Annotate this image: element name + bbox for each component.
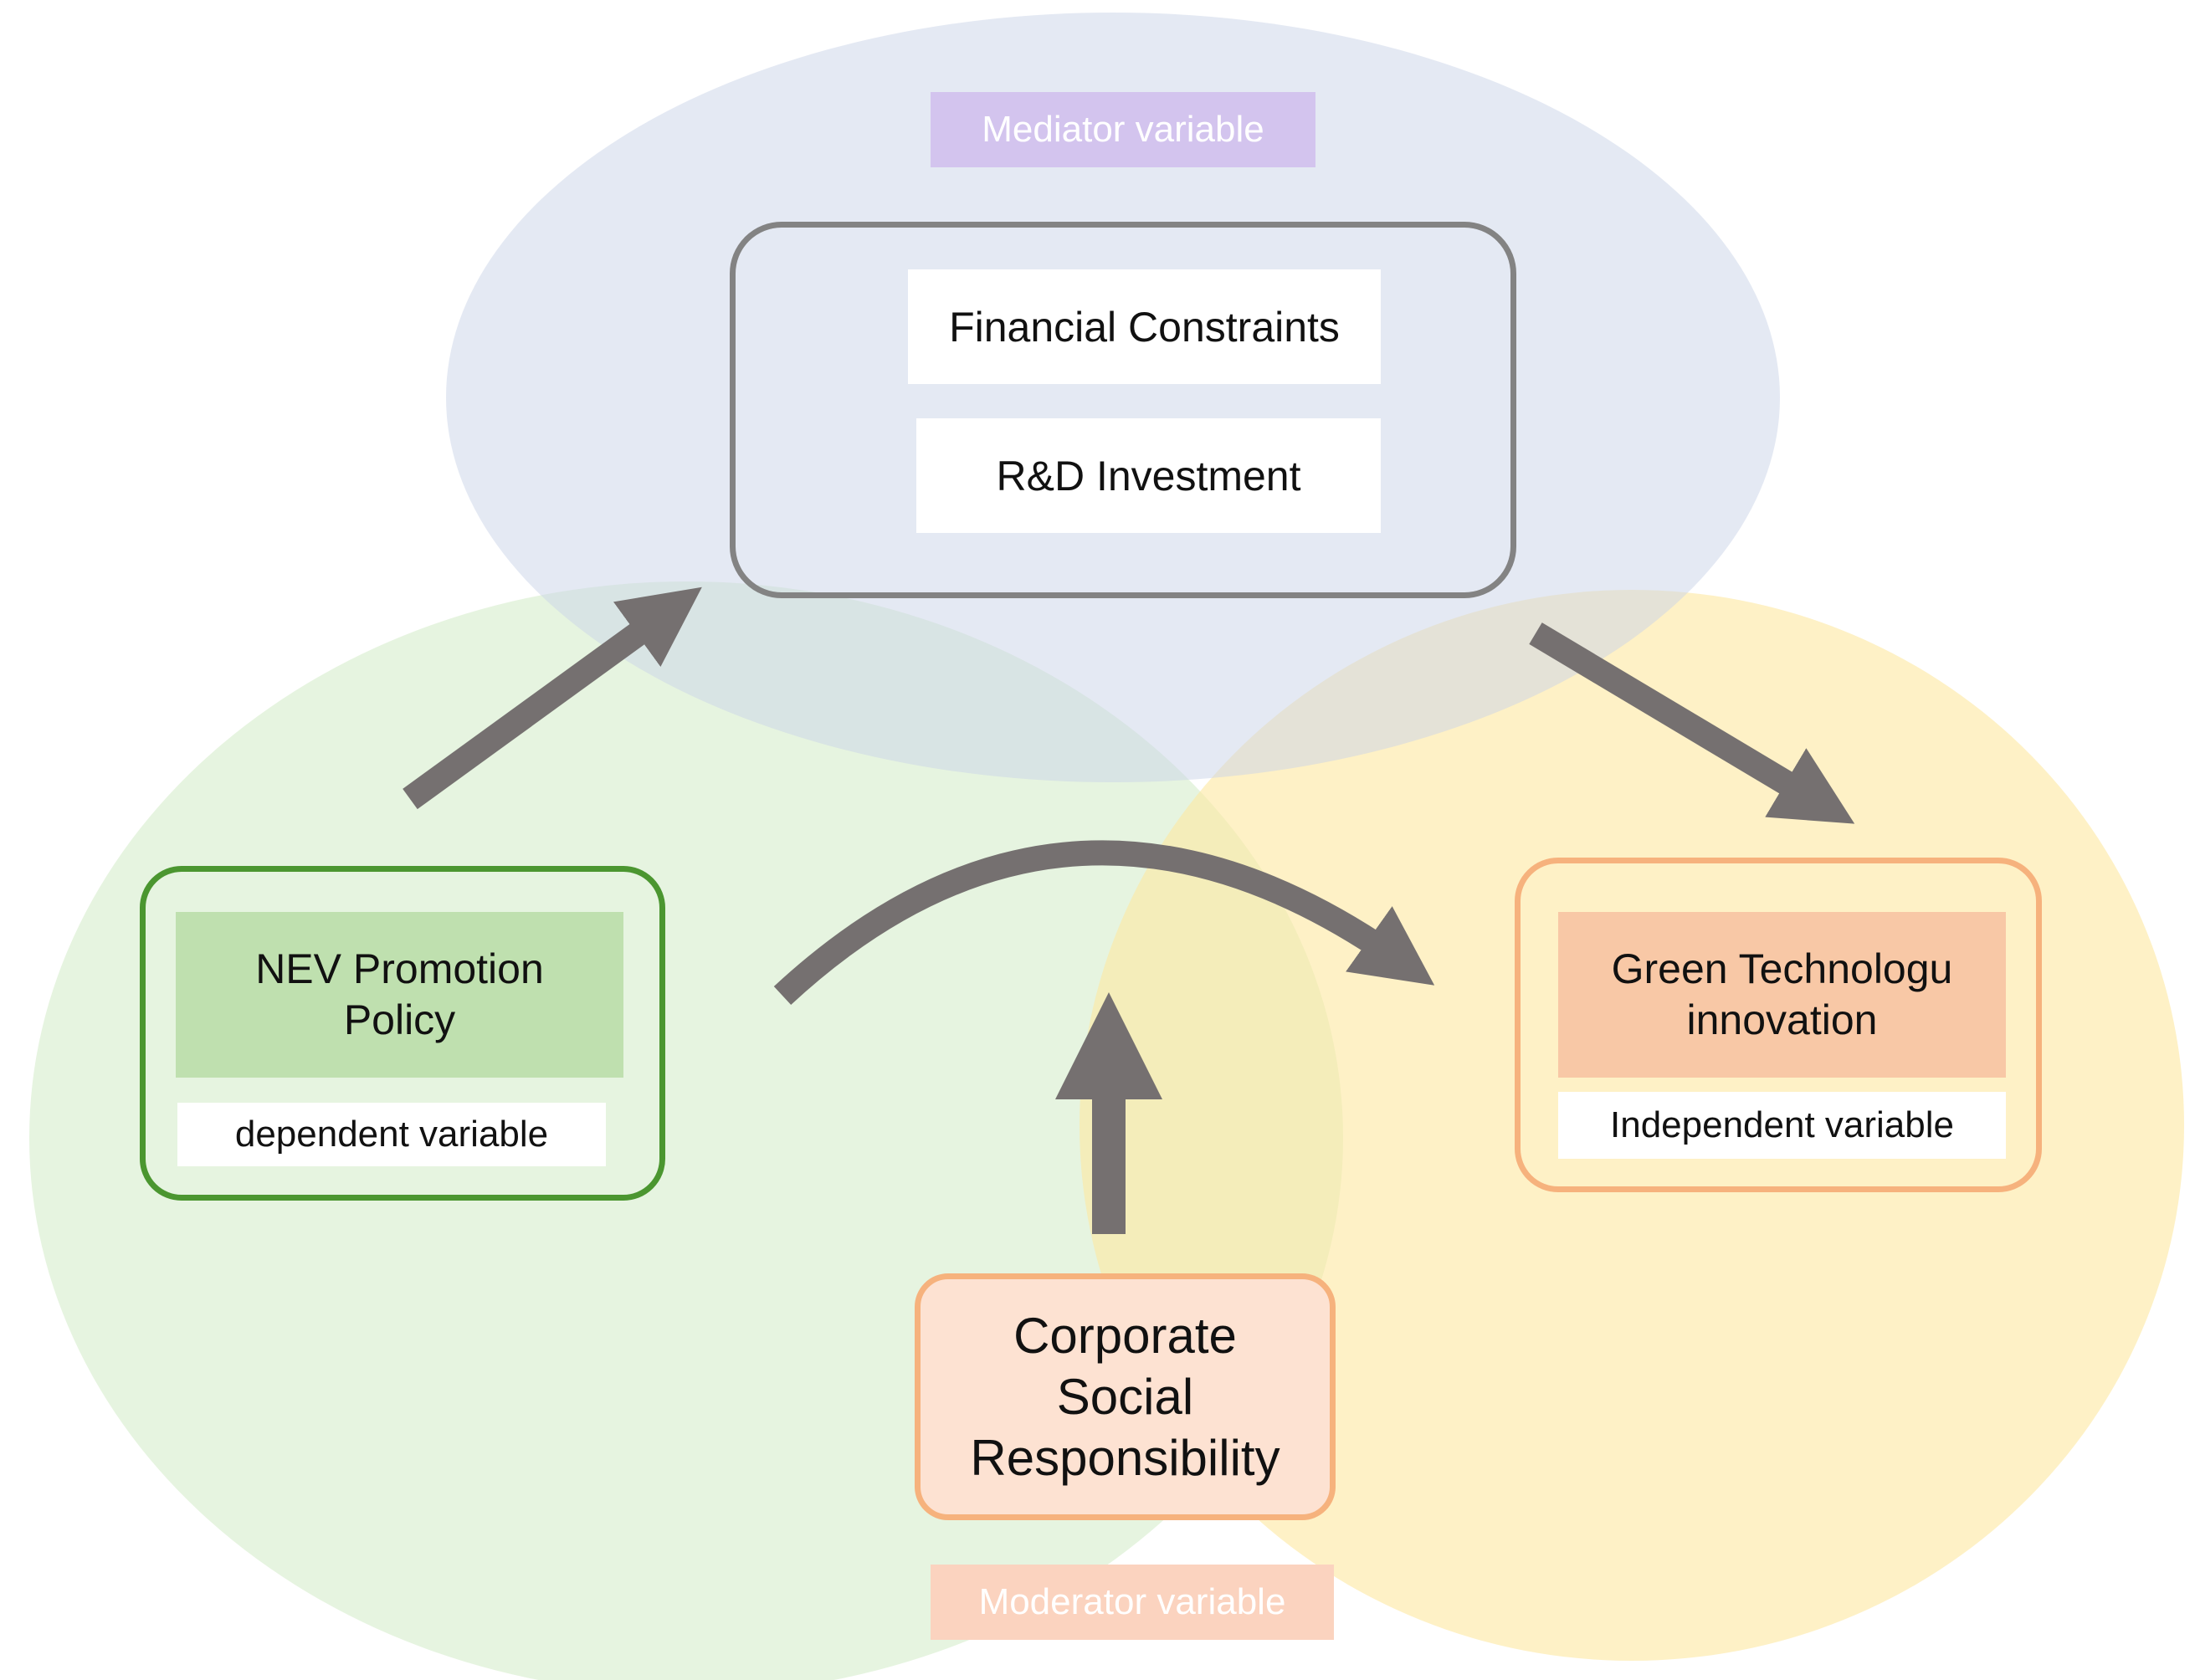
green-tech-title-box: Green Technologu innovation <box>1558 912 2006 1078</box>
nev-policy-title-box: NEV Promotion Policy <box>176 912 623 1078</box>
nev-policy-frame <box>140 866 665 1201</box>
csr-box: Corporate Social Responsibility <box>915 1273 1336 1520</box>
mediator-to-innovation-arrow <box>1529 622 1855 824</box>
independent-variable-label: Independent variable <box>1610 1104 1954 1145</box>
moderator-variable-tag: Moderator variable <box>931 1565 1334 1640</box>
nev-policy-title-line1: NEV Promotion <box>255 945 544 992</box>
dependent-variable-label: dependent variable <box>234 1114 549 1155</box>
independent-variable-box: Independent variable <box>1558 1092 2006 1159</box>
green-tech-title-line2: innovation <box>1686 996 1878 1043</box>
mediator-variable-tag: Mediator variable <box>931 92 1315 167</box>
rd-investment-box: R&D Investment <box>916 418 1381 533</box>
nev-policy-title-line2: Policy <box>343 996 456 1043</box>
direct-effect-curved-arrow <box>773 840 1435 1006</box>
dependent-variable-box: dependent variable <box>177 1103 606 1166</box>
csr-title-line2: Social <box>1056 1368 1194 1425</box>
mediator-frame <box>730 222 1516 598</box>
green-tech-frame <box>1515 858 2042 1192</box>
financial-constraints-box: Financial Constraints <box>908 269 1381 384</box>
csr-title-line1: Corporate <box>1013 1307 1237 1364</box>
moderator-variable-label: Moderator variable <box>978 1581 1286 1622</box>
rd-investment-label: R&D Investment <box>996 452 1301 499</box>
financial-constraints-label: Financial Constraints <box>949 303 1340 351</box>
green-tech-title-line1: Green Technologu <box>1611 945 1953 992</box>
policy-to-mediator-arrow <box>403 586 702 810</box>
mediator-variable-label: Mediator variable <box>982 109 1264 150</box>
csr-title-line3: Responsibility <box>970 1430 1280 1487</box>
